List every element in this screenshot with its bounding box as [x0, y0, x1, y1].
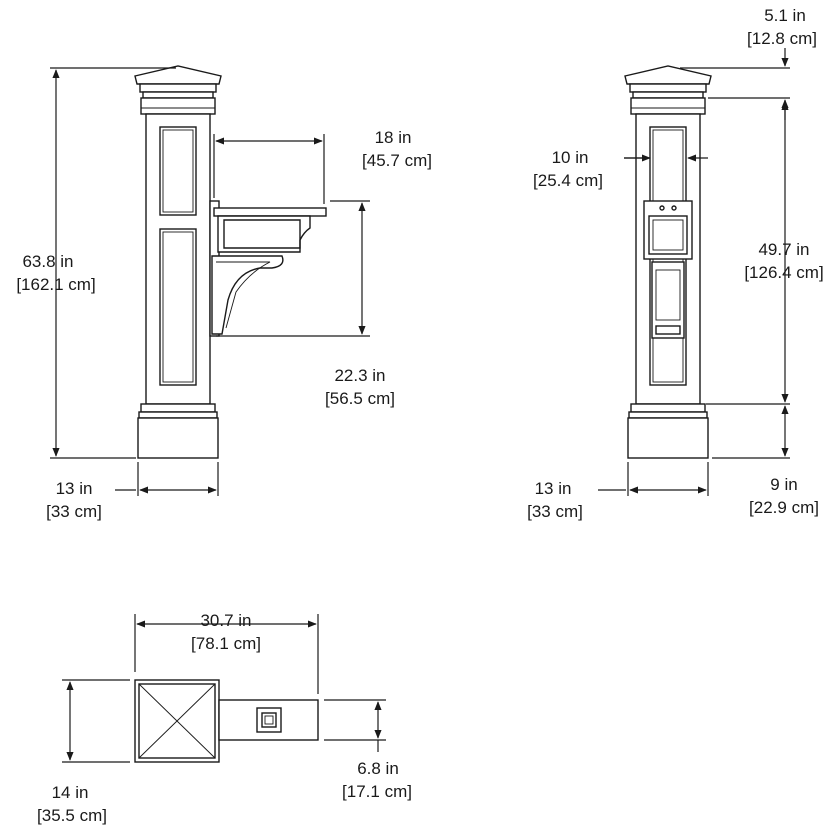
shelf-bracket: [211, 255, 284, 335]
side-post-cap-band: [629, 83, 707, 93]
base-height-metric-label: [22.9 cm]: [749, 498, 819, 517]
overall-length-label: 30.7 in: [200, 611, 251, 630]
front-post-cap-band: [139, 83, 217, 93]
front-post-upper-panel: [159, 126, 197, 216]
front-view-shelf: [209, 200, 327, 337]
top-view-mailbox: [256, 707, 282, 733]
shelf-top: [213, 207, 327, 217]
opening-width-label: 10 in: [552, 148, 589, 167]
column-height-metric-label: [126.4 cm]: [744, 263, 823, 282]
post-depth-metric-label: [35.5 cm]: [37, 806, 107, 825]
front-post-base-moulding: [140, 403, 216, 413]
front-post-collar: [140, 97, 216, 115]
shelf-height-metric-label: [56.5 cm]: [325, 389, 395, 408]
mailbox-door: [643, 200, 693, 260]
height-metric-label: [162.1 cm]: [16, 275, 95, 294]
dimension-labels: 63.8 in [162.1 cm] 13 in [33 cm] 18 in […: [16, 6, 823, 825]
front-base-width-label: 13 in: [56, 479, 93, 498]
side-view-post: [624, 65, 712, 459]
side-post-collar: [630, 97, 706, 115]
front-post-lower-panel: [159, 228, 197, 386]
shelf-depth-label: 18 in: [375, 128, 412, 147]
front-post-cap-band-lower: [142, 91, 214, 99]
shelf-height-label: 22.3 in: [334, 366, 385, 385]
side-base-width-label: 13 in: [535, 479, 572, 498]
front-base-width-metric-label: [33 cm]: [46, 502, 102, 521]
shelf-width-label: 6.8 in: [357, 759, 399, 778]
overall-length-metric-label: [78.1 cm]: [191, 634, 261, 653]
cap-height-label: 5.1 in: [764, 6, 806, 25]
shelf-depth-metric-label: [45.7 cm]: [362, 151, 432, 170]
side-post-cap: [624, 65, 712, 85]
dimension-lines: [50, 48, 790, 763]
mailbox-lock: [659, 205, 665, 211]
front-post-column: [145, 113, 211, 405]
front-view-post: [134, 65, 222, 459]
front-post-base: [137, 417, 219, 459]
side-post-base: [627, 417, 709, 459]
front-post-cap: [134, 65, 222, 85]
address-plate: [655, 325, 681, 335]
cap-height-metric-label: [12.8 cm]: [747, 29, 817, 48]
side-post-base-moulding: [630, 403, 706, 413]
base-height-label: 9 in: [770, 475, 797, 494]
post-depth-label: 14 in: [52, 783, 89, 802]
top-view: [134, 679, 319, 763]
opening-width-metric-label: [25.4 cm]: [533, 171, 603, 190]
side-base-width-metric-label: [33 cm]: [527, 502, 583, 521]
column-height-label: 49.7 in: [758, 240, 809, 259]
shelf-width-metric-label: [17.1 cm]: [342, 782, 412, 801]
mailbox-door-panel: [648, 215, 688, 255]
shelf-front-lip: [217, 215, 311, 253]
height-label: 63.8 in: [22, 252, 73, 271]
